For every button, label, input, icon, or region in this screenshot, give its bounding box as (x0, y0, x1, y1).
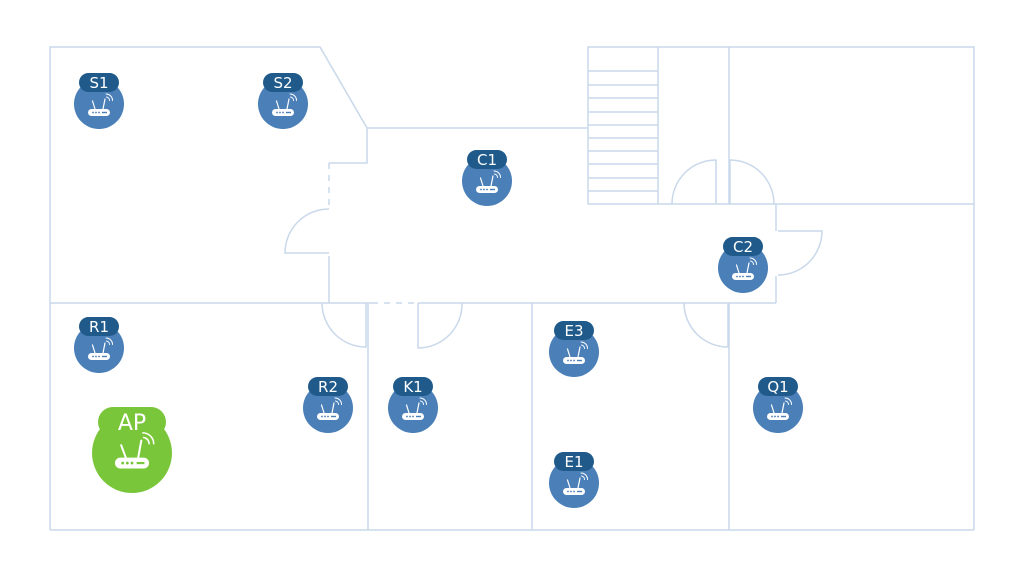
wall-outer-north-west (49, 46, 368, 530)
doors (284, 159, 823, 349)
node-c1[interactable]: C1 (462, 150, 512, 206)
node-label: S2 (273, 74, 292, 92)
node-label: C2 (733, 238, 753, 256)
router-icon (563, 472, 588, 495)
node-label-bg (723, 237, 763, 256)
node-r1[interactable]: R1 (74, 317, 124, 373)
node-label: C1 (477, 151, 497, 169)
node-s1[interactable]: S1 (74, 73, 124, 129)
door (417, 302, 463, 349)
router-icon (732, 257, 757, 280)
node-label-bg (393, 377, 433, 396)
node-label: R2 (318, 378, 338, 396)
node-label-bg (554, 452, 594, 471)
node-label-bg (758, 377, 798, 396)
node-k1[interactable]: K1 (388, 377, 438, 433)
door (671, 159, 717, 205)
node-label: S1 (89, 74, 108, 92)
node-e3[interactable]: E3 (549, 321, 599, 377)
access-point-label: AP (118, 411, 146, 436)
node-label: R1 (89, 318, 109, 336)
router-icon (317, 397, 342, 420)
node-label-bg (79, 317, 119, 336)
node-label-bg (554, 321, 594, 340)
router-icon (272, 93, 297, 116)
router-icon (402, 397, 427, 420)
access-point[interactable]: AP (92, 407, 172, 493)
wall-outer-north-east (658, 46, 975, 530)
router-icon (88, 93, 113, 116)
node-label-bg (79, 73, 119, 92)
node-label-bg (467, 150, 507, 169)
router-icon (767, 397, 792, 420)
node-s2[interactable]: S2 (258, 73, 308, 129)
node-label: E1 (564, 453, 583, 471)
door (729, 159, 775, 205)
node-label: Q1 (767, 378, 788, 396)
door (321, 302, 367, 348)
node-label-bg (308, 377, 348, 396)
router-icon (88, 337, 113, 360)
node-label-bg (263, 73, 303, 92)
node-r2[interactable]: R2 (303, 377, 353, 433)
door (777, 230, 823, 276)
access-point-label-bg (98, 407, 166, 437)
node-e1[interactable]: E1 (549, 452, 599, 508)
node-label: K1 (403, 378, 422, 396)
node-label: E3 (564, 322, 583, 340)
door (683, 302, 729, 348)
walls (49, 46, 975, 531)
router-icon (563, 341, 588, 364)
router-icon (114, 432, 155, 469)
node-c2[interactable]: C2 (718, 237, 768, 293)
door (284, 208, 330, 254)
router-icon (476, 170, 501, 193)
node-q1[interactable]: Q1 (753, 377, 803, 433)
